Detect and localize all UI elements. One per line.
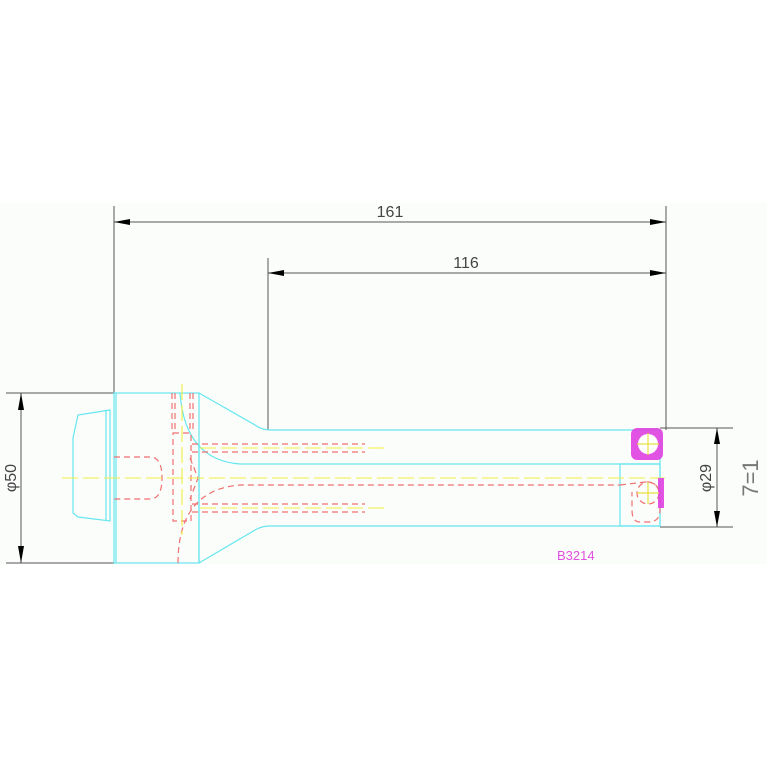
arrow-down-icon — [18, 546, 24, 563]
scale-label: 7=1 — [738, 459, 763, 496]
arrow-left-icon — [114, 219, 130, 225]
dimension-shaft-length: 116 — [267, 255, 666, 430]
arrow-down-icon — [714, 511, 720, 527]
hole-markers — [631, 428, 664, 508]
dim-phi29-label: φ29 — [698, 464, 715, 492]
dim-phi50-label: φ50 — [3, 464, 20, 492]
hole-marker-bottom — [658, 478, 664, 508]
part-number-label: B3214 — [557, 548, 595, 563]
dim-161-label: 161 — [377, 204, 404, 221]
arrow-right-icon — [650, 219, 666, 225]
dimension-shaft-diameter: φ29 — [660, 427, 733, 528]
center-lines — [62, 384, 665, 535]
arrow-right-icon — [650, 270, 666, 276]
dimension-head-diameter: φ50 — [3, 392, 116, 564]
dimension-overall-length: 161 — [113, 204, 667, 430]
arrow-left-icon — [268, 270, 284, 276]
drawing-area — [0, 203, 767, 564]
dim-116-label: 116 — [453, 255, 479, 272]
arrow-up-icon — [714, 428, 720, 444]
arrow-up-icon — [18, 393, 24, 410]
